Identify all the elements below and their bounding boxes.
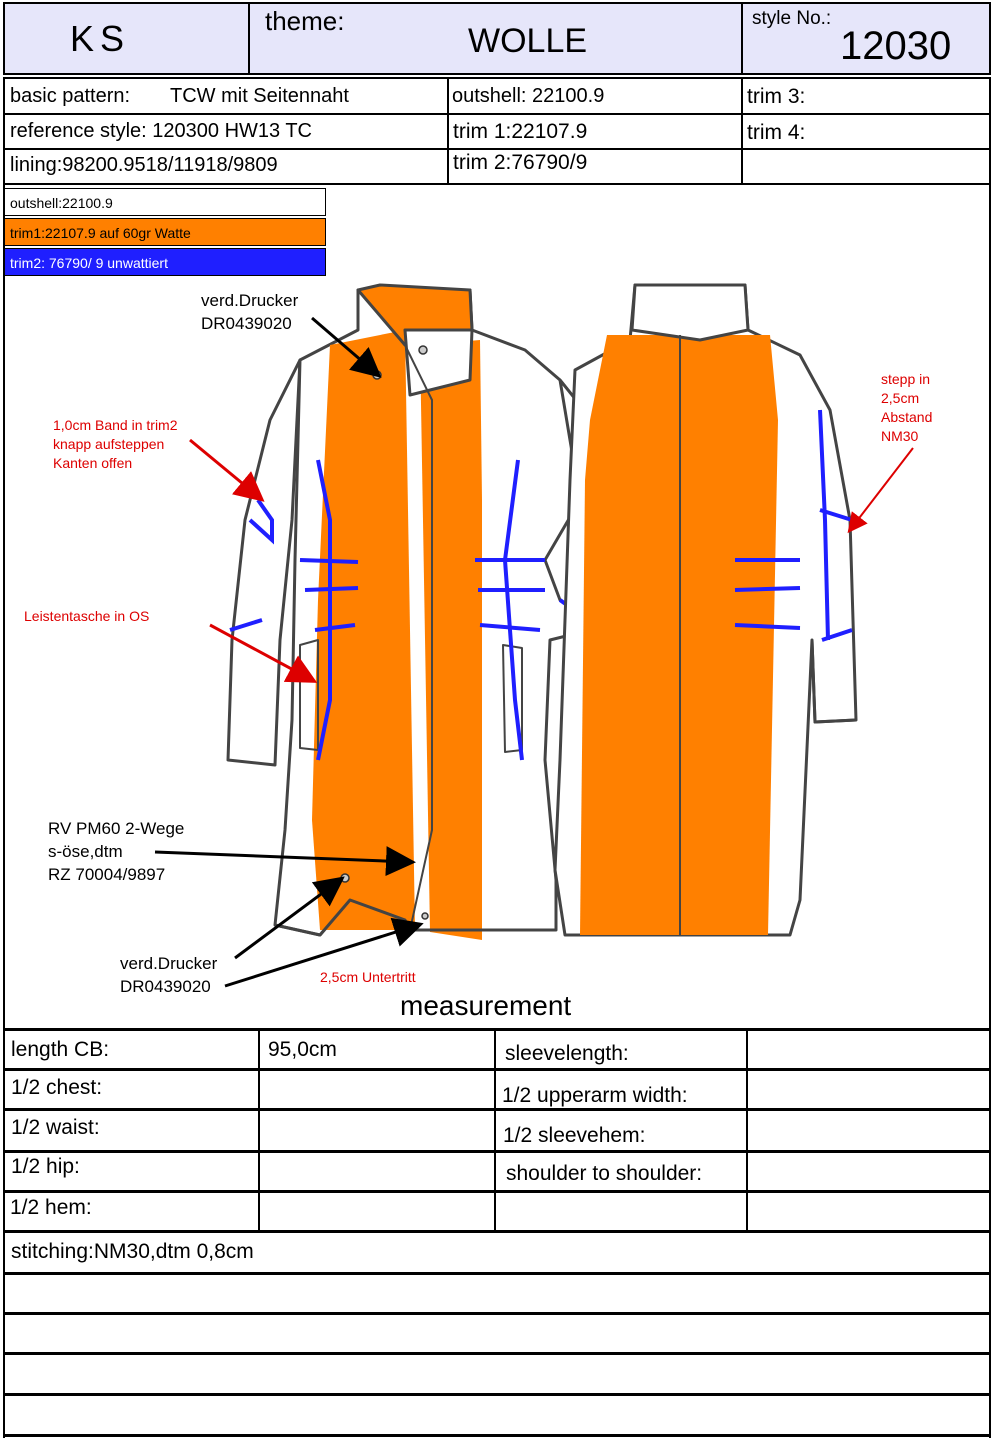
legend-trim1: trim1:22107.9 auf 60gr Watte	[4, 218, 326, 246]
trim2-info: trim 2:76790/9	[453, 151, 588, 174]
trim1-info: trim 1:22107.9	[453, 120, 588, 143]
style-label: style No.:	[752, 8, 832, 29]
meas-sleevehem-label: 1/2 sleevehem:	[503, 1124, 646, 1147]
header-bar	[3, 2, 991, 75]
lining: lining:98200.9518/11918/9809	[10, 154, 278, 176]
legend-outshell: outshell:22100.9	[4, 188, 326, 216]
meas-waist-label: 1/2 waist:	[11, 1116, 100, 1139]
note-band-2: knapp aufsteppen	[53, 436, 165, 452]
note-band-1: 1,0cm Band in trim2	[53, 417, 178, 433]
note-leistentasche: Leistentasche in OS	[24, 608, 150, 624]
outshell-info: outshell: 22100.9	[452, 85, 605, 107]
note-verd-drucker-bottom-1: verd.Drucker	[120, 954, 218, 973]
note-untertritt: 2,5cm Untertritt	[320, 969, 416, 985]
back-blue-bands	[475, 409, 853, 642]
note-band-3: Kanten offen	[53, 455, 133, 471]
note-verd-drucker-top-1: verd.Drucker	[201, 291, 299, 310]
info-table	[3, 77, 991, 185]
meas-upperarm-label: 1/2 upperarm width:	[502, 1084, 688, 1107]
meas-length-cb-label: length CB:	[11, 1038, 110, 1061]
style-number: 12030	[840, 24, 952, 68]
note-stepp-2: 2,5cm	[881, 390, 920, 406]
meas-sleevelength-label: sleevelength:	[505, 1042, 629, 1065]
trim4-info: trim 4:	[747, 121, 806, 144]
meas-length-cb-value: 95,0cm	[268, 1038, 337, 1061]
meas-shoulder-label: shoulder to shoulder:	[506, 1162, 703, 1185]
back-view	[553, 283, 858, 937]
note-stepp-4: NM30	[881, 428, 919, 444]
note-rv-2: s-öse,dtm	[48, 842, 123, 861]
trim3-info: trim 3:	[747, 85, 806, 108]
basic-pattern-label: basic pattern:	[10, 85, 131, 107]
note-verd-drucker-top-2: DR0439020	[201, 314, 292, 333]
legend-trim2: trim2: 76790/ 9 unwattiert	[4, 248, 326, 276]
meas-chest-label: 1/2 chest:	[11, 1076, 103, 1099]
theme-value: WOLLE	[468, 22, 588, 60]
front-view	[226, 283, 654, 940]
basic-pattern-value: TCW mit Seitennaht	[170, 85, 349, 107]
note-rv-3: RZ 70004/9897	[48, 865, 166, 884]
meas-hip-label: 1/2 hip:	[11, 1155, 80, 1178]
brand-logo: KS	[70, 18, 131, 59]
meas-hem-label: 1/2 hem:	[10, 1196, 92, 1219]
garment-illustration	[154, 283, 914, 988]
note-rv-1: RV PM60 2-Wege	[48, 819, 185, 838]
measurement-title: measurement	[400, 990, 572, 1021]
note-verd-drucker-bottom-2: DR0439020	[120, 977, 211, 996]
note-stepp-1: stepp in	[881, 371, 931, 387]
reference-style: reference style: 120300 HW13 TC	[10, 120, 313, 142]
note-stepp-3: Abstand	[881, 409, 933, 425]
stitching-note: stitching:NM30,dtm 0,8cm	[11, 1240, 254, 1263]
theme-label: theme:	[265, 6, 345, 36]
